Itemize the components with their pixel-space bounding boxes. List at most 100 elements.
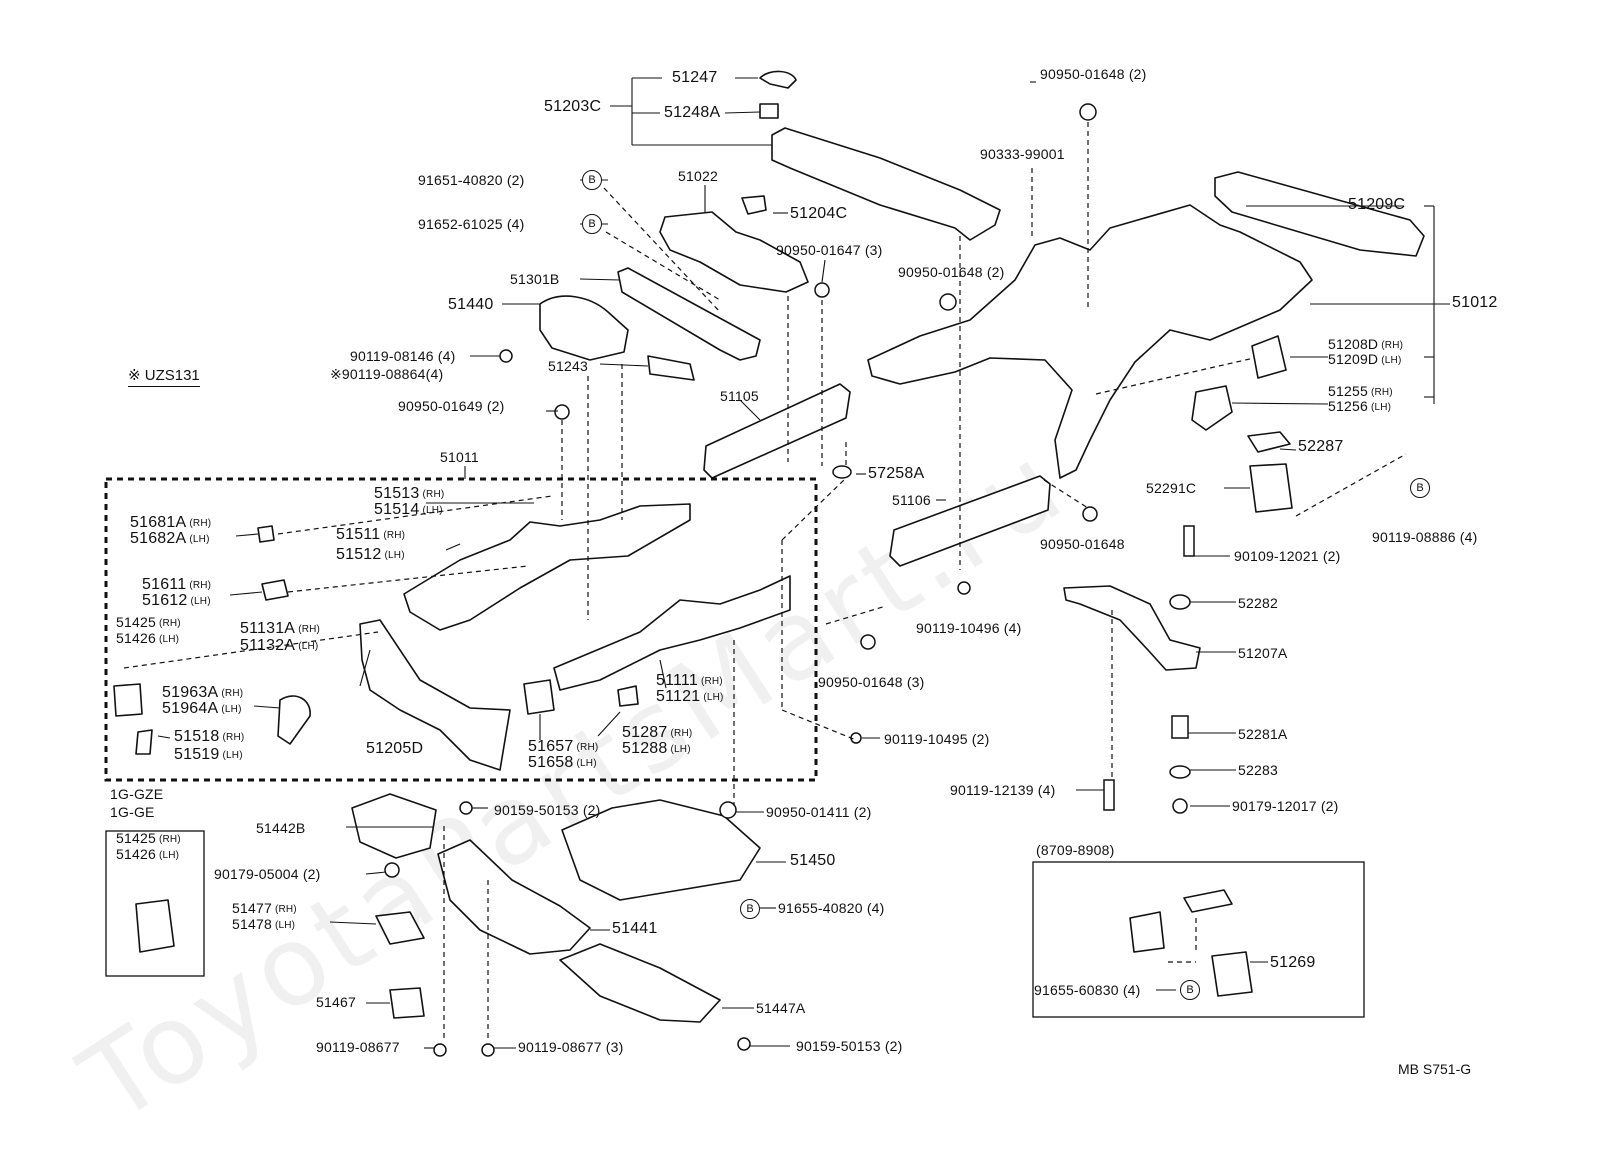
mount-52291c xyxy=(1249,463,1293,513)
bracket-51247 xyxy=(759,70,797,89)
part-label-51518: 51518(RH) xyxy=(174,728,245,745)
part-label-51426-box: 51426(LH) xyxy=(116,846,180,862)
part-label-91652-61025: 91652-61025 (4) xyxy=(418,216,525,232)
crossmember-51440 xyxy=(539,295,629,361)
part-label-51441: 51441 xyxy=(612,920,658,937)
bracket-51467 xyxy=(389,987,425,1019)
callout-b-1: B xyxy=(582,170,602,190)
part-label-90950-01411: 90950-01411 (2) xyxy=(766,804,872,820)
part-label-90333-99001: 90333-99001 xyxy=(980,146,1065,162)
date-group-box xyxy=(1032,861,1365,1018)
skidplate-51450 xyxy=(561,799,761,901)
part-label-51612: 51612(LH) xyxy=(142,592,211,609)
part-label-90950-01648-mid: 90950-01648 (2) xyxy=(898,264,1005,280)
bracket-51426-box xyxy=(135,899,175,953)
plate-51269-b xyxy=(1183,889,1233,913)
part-label-90159-50153-b: 90159-50153 (2) xyxy=(796,1038,903,1054)
part-label-51467: 51467 xyxy=(316,994,356,1010)
bracket-51208d xyxy=(1251,335,1287,379)
part-label-52281a: 52281A xyxy=(1238,726,1288,742)
cushion-51248a xyxy=(759,103,779,119)
frame-51131a xyxy=(403,503,691,631)
part-label-90950-01648-b: 90950-01648 xyxy=(1040,536,1125,552)
diagram-reference: MB S751-G xyxy=(1398,1061,1472,1077)
bracket-51518 xyxy=(135,729,153,755)
part-label-51681a: 51681A(RH) xyxy=(130,514,212,531)
part-label-51514: 51514(LH) xyxy=(374,501,443,518)
part-label-51658: 51658(LH) xyxy=(528,754,597,771)
callout-b-5: B xyxy=(1180,980,1200,1000)
part-label-90950-01647: 90950-01647 (3) xyxy=(776,242,883,258)
part-label-51513: 51513(RH) xyxy=(374,485,445,502)
part-label-90119-08677-a: 90119-08677 xyxy=(316,1039,400,1055)
part-label-51208d: 51208D(RH) xyxy=(1328,336,1404,352)
part-label-90119-08677-b: 90119-08677 (3) xyxy=(518,1039,624,1055)
engine-group-title-1: 1G-GZE xyxy=(110,786,164,802)
part-label-51440: 51440 xyxy=(448,296,494,313)
mount-51269-a xyxy=(1129,911,1165,953)
part-label-51105: 51105 xyxy=(720,388,759,404)
bracket-51243 xyxy=(647,355,695,381)
bracket-51255 xyxy=(1191,385,1233,431)
part-label-91655-60830: 91655-60830 (4) xyxy=(1034,982,1141,998)
part-label-51442b: 51442B xyxy=(256,820,306,836)
part-label-51288: 51288(LH) xyxy=(622,740,691,757)
part-label-51512: 51512(LH) xyxy=(336,546,405,563)
date-box-title: (8709-8908) xyxy=(1036,842,1115,858)
callout-b-2: B xyxy=(582,214,602,234)
part-label-90119-10495: 90119-10495 (2) xyxy=(884,731,990,747)
crossmember-51022 xyxy=(659,211,809,293)
part-label-90179-05004: 90179-05004 (2) xyxy=(214,866,321,882)
part-label-51204c: 51204C xyxy=(790,205,848,222)
part-label-51203c: 51203C xyxy=(544,98,602,115)
part-label-51132a: 51132A(LH) xyxy=(240,637,319,654)
part-label-51269: 51269 xyxy=(1270,954,1316,971)
part-label-51106: 51106 xyxy=(892,492,931,508)
part-label-90950-01648-top: 90950-01648 (2) xyxy=(1040,66,1147,82)
part-label-51426: 51426(LH) xyxy=(116,630,180,646)
part-label-90119-08864: ※90119-08864(4) xyxy=(330,366,444,382)
part-label-90119-12139: 90119-12139 (4) xyxy=(950,782,1056,798)
part-label-57258a: 57258A xyxy=(868,465,925,482)
frame-51012 xyxy=(867,204,1313,479)
part-label-51511: 51511(RH) xyxy=(336,526,406,543)
part-label-52287: 52287 xyxy=(1298,438,1344,455)
part-label-51425: 51425(RH) xyxy=(116,614,181,630)
crossmember-51207a xyxy=(1063,585,1201,671)
part-label-51111: 51111(RH) xyxy=(656,672,723,689)
bracket-51204c xyxy=(741,195,767,215)
part-label-90950-01649: 90950-01649 (2) xyxy=(398,398,505,414)
part-label-90179-12017: 90179-12017 (2) xyxy=(1232,798,1339,814)
crossmember-51209c xyxy=(1214,171,1425,257)
crossmember-51203c xyxy=(771,127,1001,241)
plate-52287 xyxy=(1247,431,1291,453)
part-label-90109-12021: 90109-12021 (2) xyxy=(1234,548,1341,564)
rail-51106 xyxy=(889,475,1051,567)
part-label-51287: 51287(RH) xyxy=(622,724,693,741)
part-label-51248a: 51248A xyxy=(664,104,721,121)
part-label-51478: 51478(LH) xyxy=(232,916,296,932)
part-label-91655-40820: 91655-40820 (4) xyxy=(778,900,885,916)
part-label-90119-08886: 90119-08886 (4) xyxy=(1372,529,1478,545)
part-label-51131a: 51131A(RH) xyxy=(240,620,321,637)
callout-b-3: B xyxy=(1410,478,1430,498)
part-label-51012: 51012 xyxy=(1452,294,1498,311)
part-label-91651-40820: 91651-40820 (2) xyxy=(418,172,525,188)
part-label-51022: 51022 xyxy=(678,168,718,184)
part-label-51611: 51611(RH) xyxy=(142,576,212,593)
part-label-51256: 51256(LH) xyxy=(1328,398,1392,414)
brace-51301b xyxy=(617,267,761,361)
rail-51105 xyxy=(703,383,851,479)
part-label-90119-08146: 90119-08146 (4) xyxy=(350,348,456,364)
bracket-51963a xyxy=(277,695,311,745)
part-label-52291c: 52291C xyxy=(1146,480,1197,496)
part-label-51255: 51255(RH) xyxy=(1328,383,1393,399)
part-label-51301b: 51301B xyxy=(510,271,560,287)
engine-group-title-2: 1G-GE xyxy=(110,804,155,820)
part-label-90950-01648-c: 90950-01648 (3) xyxy=(818,674,925,690)
main-group-label-51011: 51011 xyxy=(440,449,479,465)
part-label-51964a: 51964A(LH) xyxy=(162,700,242,717)
part-label-52282: 52282 xyxy=(1238,595,1278,611)
plate-51442b xyxy=(351,793,437,859)
part-label-51425-box: 51425(RH) xyxy=(116,830,181,846)
